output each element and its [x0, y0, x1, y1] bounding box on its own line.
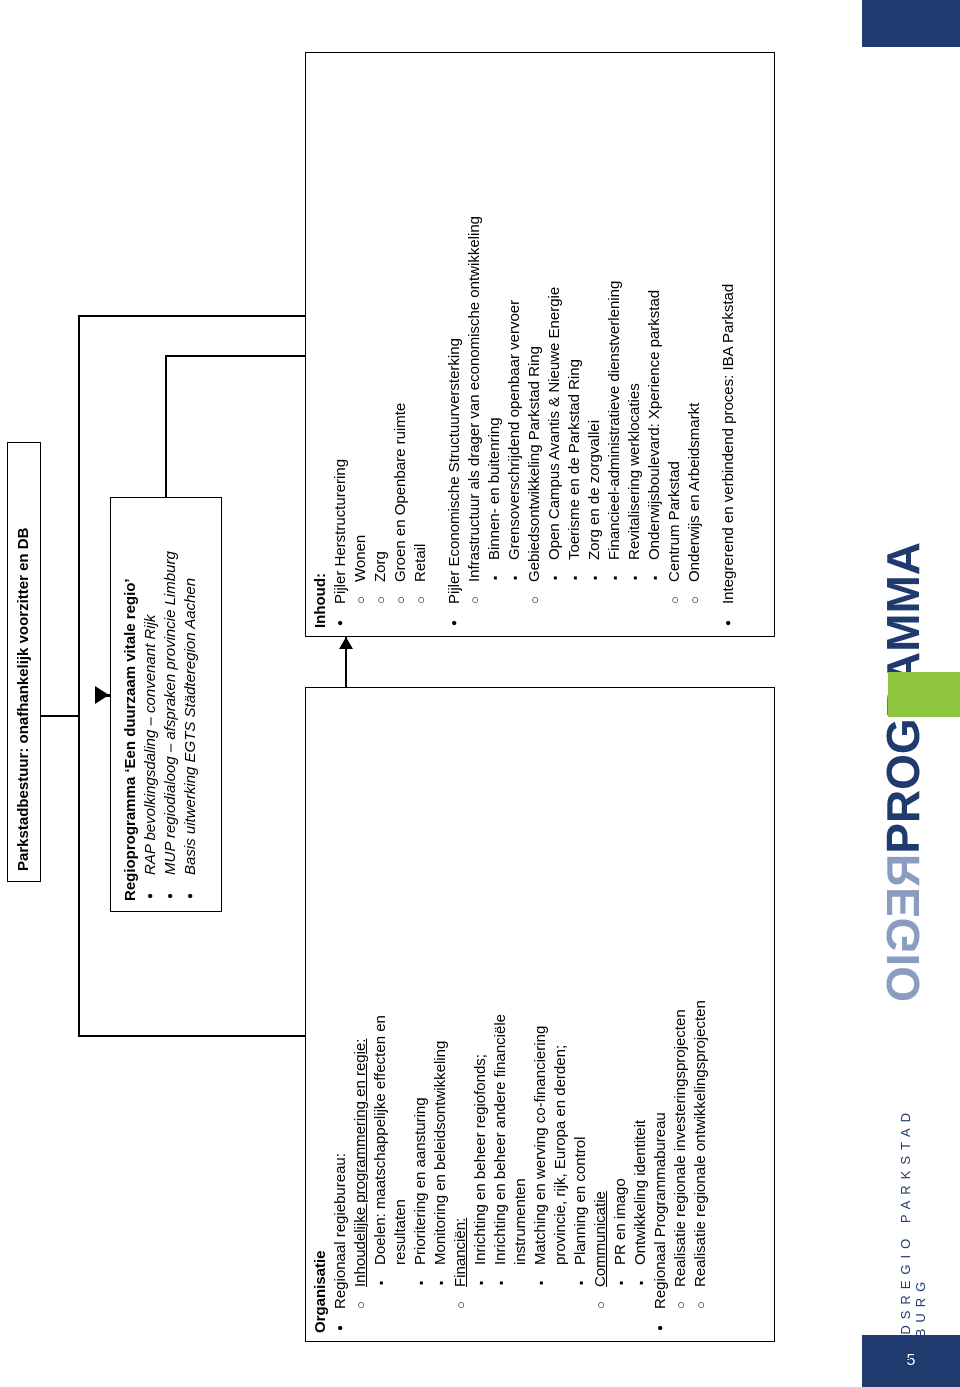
investering-item: Realisatie regionale investeringsproject…: [671, 696, 691, 1333]
regio-item: Basis uitwerking EGTS Städteregion Aache…: [181, 508, 201, 901]
zorg-item: Zorg: [371, 61, 391, 628]
inhoud-title: Inhoud:: [312, 573, 329, 628]
financiele-item: Inrichting en beheer andere financiële: [491, 696, 511, 1333]
regioprogramma-box: Regioprogramma ‘Een duurzaam vitale regi…: [110, 497, 222, 912]
green-accent-block: [888, 672, 960, 717]
monitoring-item: Monitoring en beleidsontwikkeling: [431, 696, 451, 1333]
arrow-head-icon: [95, 686, 109, 704]
title-box: Parkstadbestuur: onafhankelijk voorzitte…: [7, 442, 41, 882]
pijler2-item: Pijler Economische Structuurversterking: [445, 61, 465, 628]
prioritering-item: Prioritering en aansturing: [411, 696, 431, 1333]
infra-item: Infrastructuur als drager van economisch…: [465, 61, 485, 628]
organisatie-box: Organisatie Regionaal regiebureau: Inhou…: [305, 687, 775, 1342]
regio-item: RAP bevolkingsdaling – convenant Rijk: [141, 508, 161, 901]
matching-cont: provincie, rijk, Europa en derden;: [552, 1044, 569, 1265]
regiebureau-item: Regionaal regiebureau:: [331, 696, 351, 1333]
connector-left-down: [78, 1035, 305, 1037]
werklocaties-item: Revitalisering werklocaties: [625, 61, 645, 628]
groen-item: Groen en Openbare ruimte: [391, 61, 411, 628]
pijler1-item: Pijler Herstructurering: [331, 61, 351, 628]
organisatie-title: Organisatie: [312, 1250, 329, 1333]
programmabureau-item: Regionaal Programmabureau: [651, 696, 671, 1333]
blue-accent-block: [862, 0, 960, 47]
brand-text: STADSREGIO PARKSTAD LIMBURG: [898, 1106, 928, 1377]
inhoudelijk-heading: Inhoudelijke programmering en regie:: [352, 1038, 369, 1287]
arrow-head-inh-icon: [339, 637, 353, 649]
financien-heading: Financiën:: [452, 1217, 469, 1287]
page-title: Parkstadbestuur: onafhankelijk voorzitte…: [15, 527, 32, 871]
gebied-item: Gebiedsontwikkeling Parkstad Ring: [525, 61, 545, 628]
regiofonds-item: Inrichting en beheer regiofonds;: [471, 696, 491, 1333]
connector-title-down: [41, 715, 79, 717]
onderwijs-item: Onderwijs en Arbeidsmarkt: [685, 61, 705, 628]
communicatie-heading: Communicatie: [592, 1191, 609, 1287]
ring-item: Binnen- en buitenring: [485, 61, 505, 628]
campus-item: Open Campus Avantis & Nieuwe Energie: [545, 61, 565, 628]
connector-inhoud-drop: [165, 355, 305, 357]
regioprogramma-logo: REGIOPROGRAMMA: [877, 542, 929, 1002]
planning-item: Planning en control: [571, 696, 591, 1333]
connector-regio-to-inhoud: [165, 357, 167, 497]
logo-regio-mirrored: REGIO: [877, 853, 929, 1002]
zorgvallei-item: Zorg en de zorgvallei: [585, 61, 605, 628]
identiteit-item: Ontwikkeling identiteit: [631, 696, 651, 1333]
onderwijsboulevard-item: Onderwijsboulevard: Xperience parkstad: [645, 61, 665, 628]
toerisme-item: Toerisme en de Parkstad Ring: [565, 61, 585, 628]
ov-item: Grensoverschrijdend openbaar vervoer: [505, 61, 525, 628]
connector-right-down: [78, 315, 305, 317]
ontwikkeling-item: Realisatie regionale ontwikkelingsprojec…: [691, 696, 711, 1333]
regio-item: MUP regiodialoog – afspraken provincie L…: [161, 508, 181, 901]
instrumenten-cont: instrumenten: [512, 1178, 529, 1265]
doelen-cont: resultaten: [392, 1199, 409, 1265]
dienstverlening-item: Financieel-administratieve dienstverleni…: [605, 61, 625, 628]
wonen-item: Wonen: [351, 61, 371, 628]
pr-item: PR en imago: [611, 696, 631, 1333]
doelen-item: Doelen: maatschappelijke effecten en: [371, 696, 391, 1333]
connector-horizontal-top: [78, 317, 80, 1037]
matching-item: Matching en werving co-financiering: [531, 696, 551, 1333]
centrum-item: Centrum Parkstad: [665, 61, 685, 628]
regio-list: RAP bevolkingsdaling – convenant Rijk MU…: [141, 508, 201, 901]
retail-item: Retail: [411, 61, 431, 628]
inhoud-box: Inhoud: Pijler Herstructurering Wonen Zo…: [305, 52, 775, 637]
integrerend-item: Integrerend en verbindend proces: IBA Pa…: [719, 61, 739, 628]
regio-heading: Regioprogramma ‘Een duurzaam vitale regi…: [122, 578, 139, 901]
